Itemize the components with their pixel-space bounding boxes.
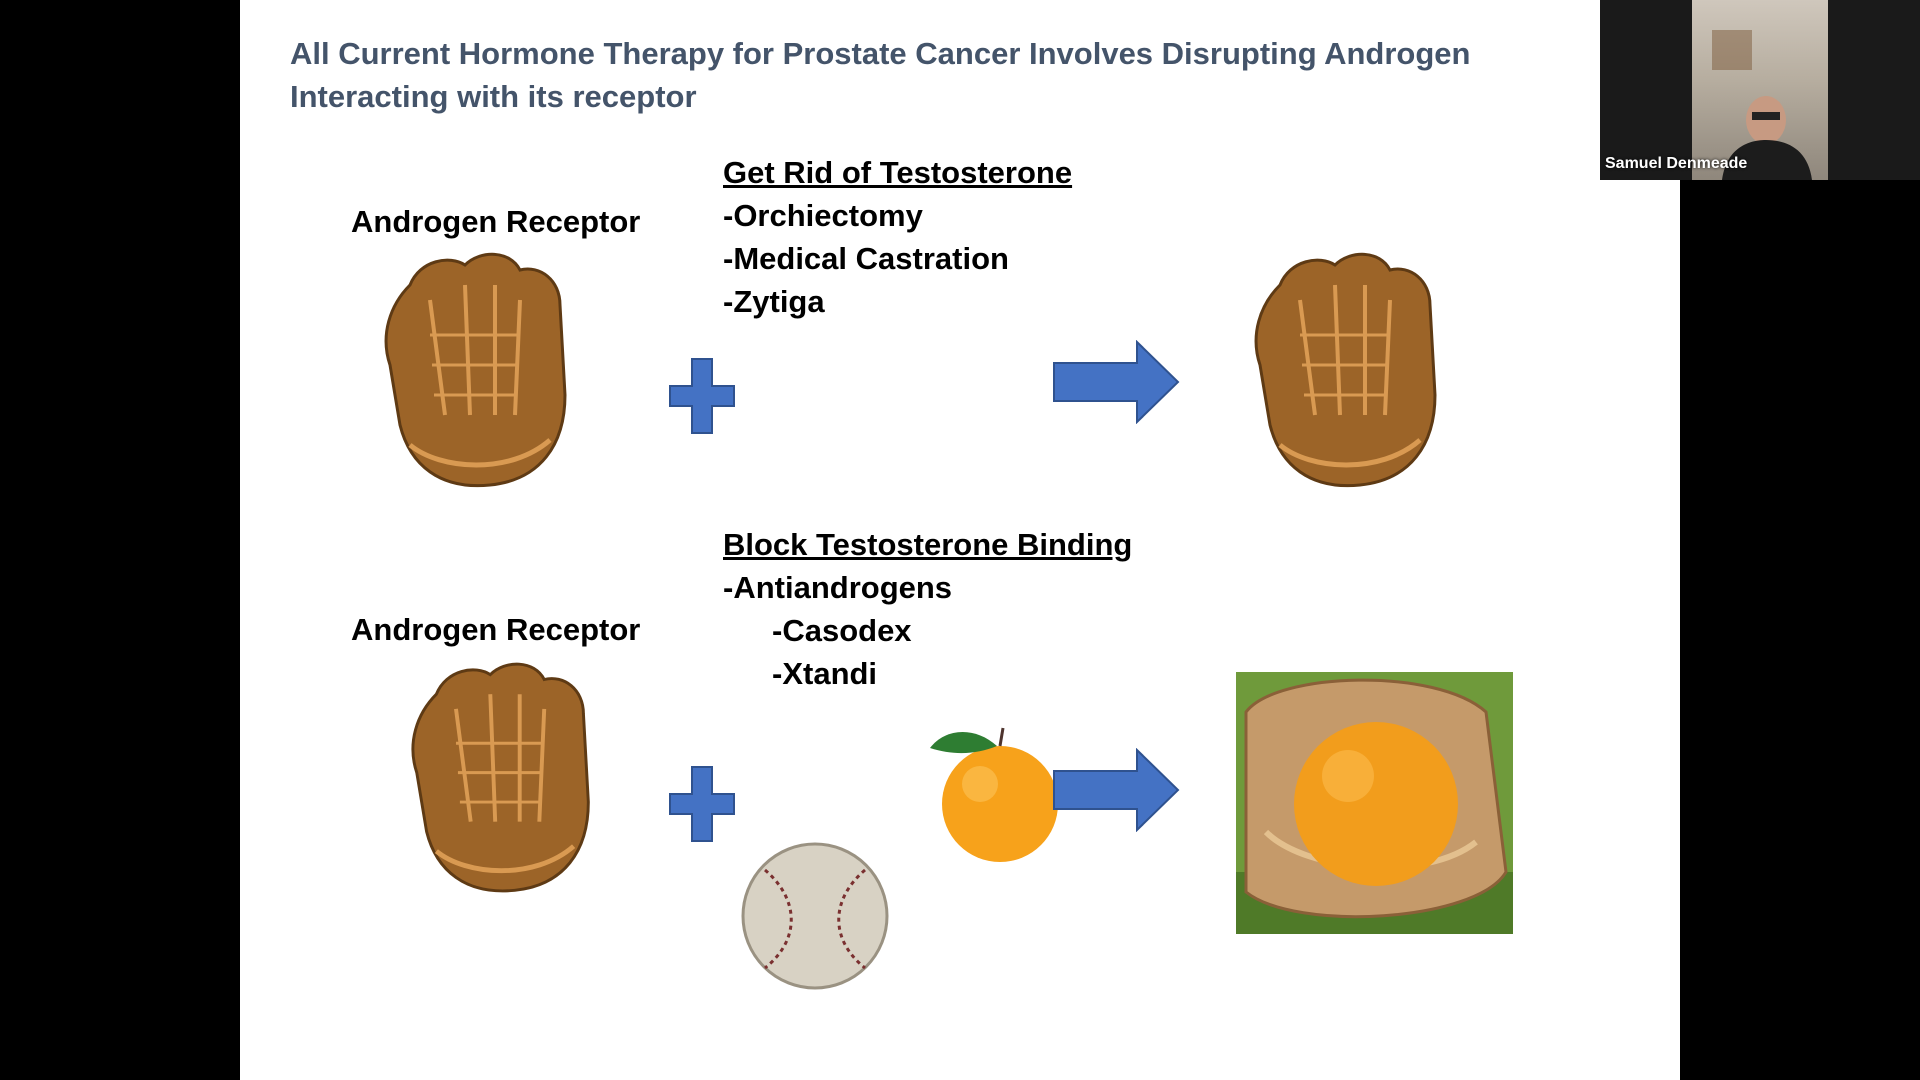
right-arrow-icon-2 xyxy=(1053,748,1180,832)
row1-item-orchiectomy: -Orchiectomy xyxy=(723,198,923,233)
row1-item-medical-castration: -Medical Castration xyxy=(723,241,1009,276)
baseball-glove-result-icon xyxy=(1254,252,1437,488)
orange-icon xyxy=(930,727,1058,862)
row1-item-zytiga: -Zytiga xyxy=(723,284,825,319)
row2-heading: Block Testosterone Binding xyxy=(723,527,1133,562)
row1-receptor-label: Androgen Receptor xyxy=(351,204,641,239)
participant-video-tile[interactable]: Samuel Denmeade xyxy=(1600,0,1920,180)
baseball-glove-icon-2 xyxy=(411,662,590,893)
baseball-glove-icon xyxy=(384,252,567,488)
right-arrow-icon xyxy=(1053,340,1180,424)
row2-item-xtandi: -Xtandi xyxy=(772,656,878,691)
orange-in-glove-icon xyxy=(1236,672,1513,934)
plus-icon-2 xyxy=(669,766,735,842)
plus-icon xyxy=(669,358,735,434)
row1-heading: Get Rid of Testosterone xyxy=(723,155,1073,190)
participant-avatar-icon xyxy=(1712,30,1812,180)
presentation-slide: All Current Hormone Therapy for Prostate… xyxy=(240,0,1680,1080)
row2-receptor-label: Androgen Receptor xyxy=(351,612,641,647)
participant-camera-feed xyxy=(1692,0,1828,180)
baseball-icon xyxy=(741,842,889,990)
participant-name: Samuel Denmeade xyxy=(1605,155,1748,172)
slide-title: All Current Hormone Therapy for Prostate… xyxy=(290,36,1471,114)
row2-item-casodex: -Casodex xyxy=(772,613,912,648)
row2-item-antiandrogens: -Antiandrogens xyxy=(723,570,953,605)
